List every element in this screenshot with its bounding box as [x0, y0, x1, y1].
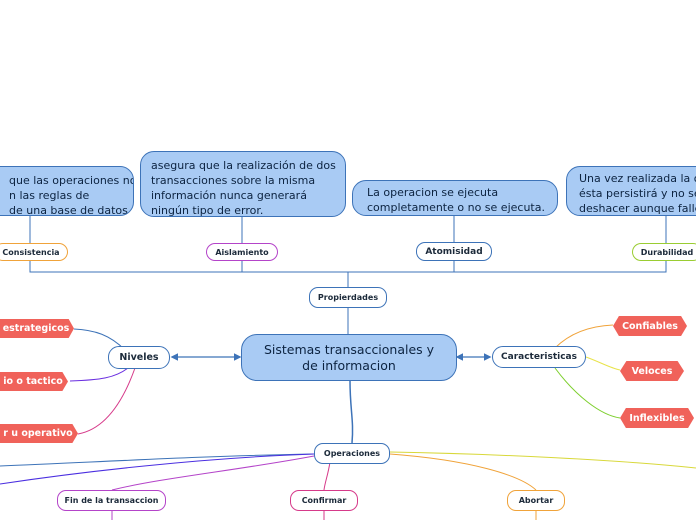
node-durabilidad-label: Durabilidad [640, 247, 694, 257]
node-operaciones[interactable]: Operaciones [314, 443, 390, 464]
tag-nivel-operativo-label: r u operativo [3, 428, 73, 439]
aislamiento-description: asegura que la realización de dos transa… [140, 151, 346, 217]
aislamiento-description-text: asegura que la realización de dos transa… [151, 159, 336, 217]
node-atomisidad[interactable]: Atomisidad [416, 242, 492, 261]
durabilidad-description: Una vez realizada la op ésta persistirá … [566, 166, 696, 216]
node-aislamiento-label: Aislamiento [215, 247, 269, 257]
node-niveles-label: Niveles [119, 352, 159, 363]
tag-nivel-tactico[interactable]: io o tactico [0, 372, 68, 391]
node-atomisidad-label: Atomisidad [425, 246, 483, 257]
node-durabilidad[interactable]: Durabilidad [632, 243, 696, 261]
atomisidad-description: La operacion se ejecuta completamente o … [352, 180, 558, 216]
node-propiedades-label: Propierdades [317, 293, 379, 302]
node-operaciones-label: Operaciones [323, 449, 381, 458]
node-caracteristicas[interactable]: Caracteristicas [492, 346, 586, 368]
node-consistencia-label: Consistencia [2, 247, 60, 257]
node-caracteristicas-label: Caracteristicas [501, 352, 577, 362]
durabilidad-description-text: Una vez realizada la op ésta persistirá … [579, 172, 696, 215]
tag-inflexibles[interactable]: Inflexibles [620, 408, 694, 428]
tag-inflexibles-label: Inflexibles [629, 412, 685, 424]
tag-nivel-operativo[interactable]: r u operativo [0, 424, 78, 443]
node-niveles[interactable]: Niveles [108, 346, 170, 369]
node-fin-transaccion[interactable]: Fin de la transaccion [57, 490, 166, 511]
consistencia-description: que las operaciones no n las reglas de d… [0, 166, 134, 216]
consistencia-description-text: que las operaciones no n las reglas de d… [9, 174, 133, 216]
node-confirmar-label: Confirmar [301, 496, 347, 505]
tag-veloces[interactable]: Veloces [620, 361, 684, 381]
tag-nivel-tactico-label: io o tactico [3, 376, 63, 387]
node-abortar-label: Abortar [518, 496, 554, 505]
node-aislamiento[interactable]: Aislamiento [206, 243, 278, 261]
node-propiedades[interactable]: Propierdades [309, 287, 387, 308]
tag-nivel-estrategico[interactable]: estrategicos [0, 319, 74, 338]
node-abortar[interactable]: Abortar [507, 490, 565, 511]
tag-confiables-label: Confiables [622, 320, 678, 332]
central-topic[interactable]: Sistemas transaccionales y de informacio… [241, 334, 457, 381]
node-confirmar[interactable]: Confirmar [290, 490, 358, 511]
atomisidad-description-text: La operacion se ejecuta completamente o … [367, 186, 545, 214]
tag-veloces-label: Veloces [631, 365, 673, 377]
central-topic-title: Sistemas transaccionales y de informacio… [263, 341, 435, 373]
node-consistencia[interactable]: Consistencia [0, 243, 68, 261]
tag-nivel-estrategico-label: estrategicos [2, 323, 70, 334]
node-fin-transaccion-label: Fin de la transaccion [64, 496, 159, 505]
tag-confiables[interactable]: Confiables [613, 316, 687, 336]
propiedades-links [29, 214, 667, 334]
